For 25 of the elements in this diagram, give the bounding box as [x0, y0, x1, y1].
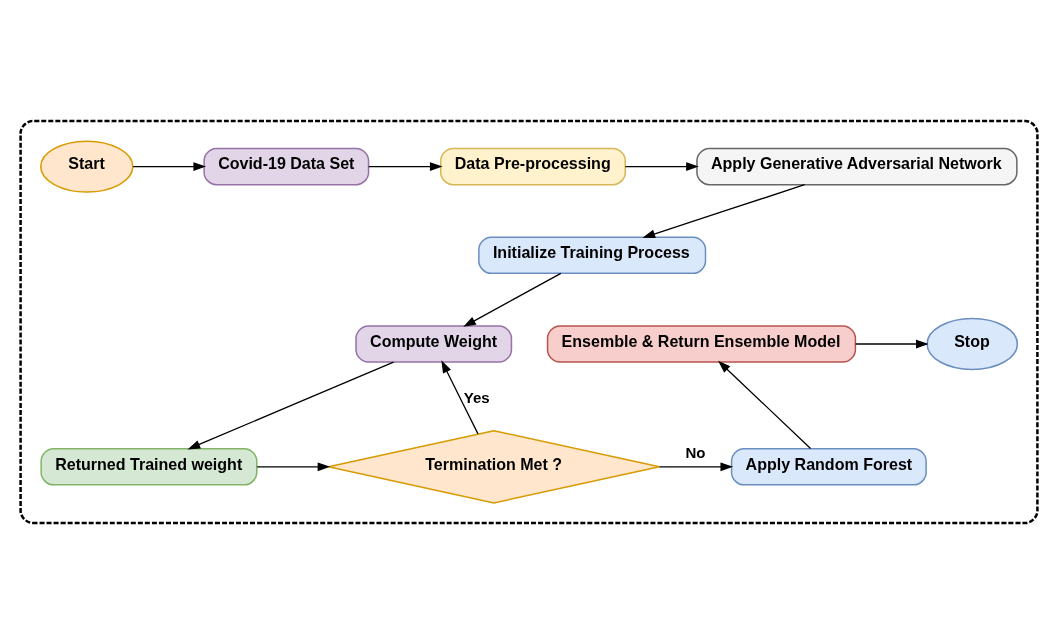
node-box: Returned Trained weight	[40, 448, 258, 486]
arrow	[658, 462, 734, 472]
arrow	[854, 339, 929, 349]
node-box: Apply Random Forest	[730, 448, 927, 486]
node-ellipse: Stop	[926, 317, 1019, 371]
arrow	[368, 162, 443, 172]
arrow	[624, 162, 699, 172]
arrow	[187, 361, 395, 450]
edge-label: No	[685, 443, 706, 461]
node-box: Ensemble & Return Ensemble Model	[546, 325, 857, 363]
arrow	[441, 360, 479, 435]
arrow	[718, 360, 812, 450]
arrow	[463, 272, 562, 327]
node-ellipse: Start	[40, 140, 134, 193]
node-diamond: Termination Met ?	[327, 429, 661, 504]
cluster	[19, 119, 1039, 525]
node-box: Initialize Training Process	[478, 236, 707, 275]
node-box: Apply Generative Adversarial Network	[696, 147, 1018, 186]
node-box: Covid-19 Data Set	[203, 147, 370, 186]
edge-label: Yes	[463, 388, 490, 406]
arrow	[256, 462, 331, 472]
arrow	[132, 162, 207, 172]
node-box: Data Pre-processing	[440, 147, 626, 186]
node-box: Compute Weight	[355, 325, 513, 363]
arrow	[642, 184, 806, 239]
